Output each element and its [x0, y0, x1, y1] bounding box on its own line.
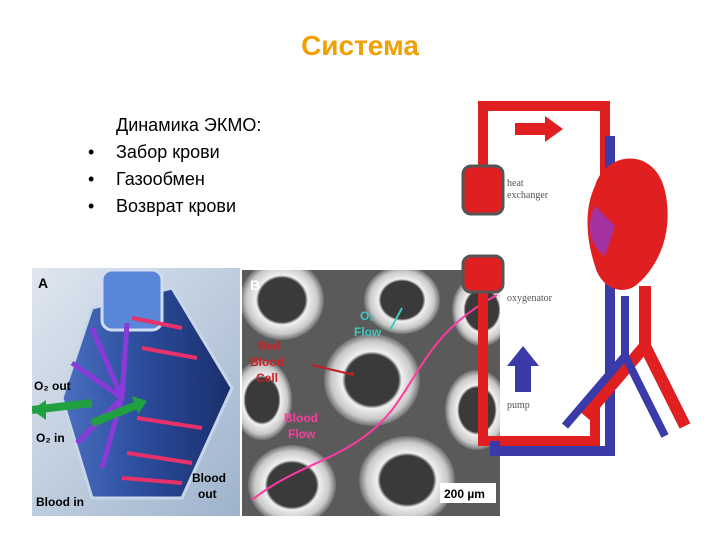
flow-arrow-up	[507, 346, 539, 392]
list-item: • Забор крови	[88, 139, 261, 166]
blood-flow-line	[251, 294, 498, 501]
slide-title: Система	[301, 30, 419, 61]
bullet-icon: •	[88, 142, 95, 162]
o2-in-label: O₂ in	[36, 431, 65, 445]
reservoir-top	[100, 268, 164, 332]
bullet-list: Динамика ЭКМО: • Забор крови • Газообмен…	[88, 112, 261, 220]
oxygenator-box	[461, 254, 505, 294]
ecmo-circuit-diagram: heat exchanger oxygenator pump	[455, 96, 695, 470]
rbc-label-2: Blood	[250, 355, 284, 369]
list-item: • Возврат крови	[88, 193, 261, 220]
panel-b-letter: B	[250, 277, 260, 293]
list-item-text: Забор крови	[116, 142, 220, 162]
o2-out-label: O₂ out	[34, 379, 71, 393]
panel-a-letter: A	[38, 275, 48, 291]
fiber-micrograph-panel: B O₂ Flow Red Blood Cell Blood Flow 200 …	[242, 270, 500, 516]
rbc-label-1: Red	[258, 339, 281, 353]
bullet-icon: •	[88, 169, 95, 189]
blood-flow-label-1: Blood	[284, 411, 318, 425]
rbc-label-3: Cell	[256, 371, 278, 385]
o2-flow-label-1: O₂	[360, 309, 375, 323]
blood-flow-label-2: Flow	[288, 427, 316, 441]
heart-icon	[587, 158, 668, 290]
bullet-icon: •	[88, 196, 95, 216]
list-item-text: Газообмен	[116, 169, 205, 189]
vena-cava-branches	[561, 296, 669, 438]
blood-out-label-1: Blood	[192, 471, 226, 485]
o2-flow-label-2: Flow	[354, 325, 382, 339]
oxygenator-illustration: A O₂ out O₂ in Blood in Blood out	[32, 268, 240, 516]
scale-bar-label: 200 µm	[444, 487, 485, 501]
list-intro-text: Динамика ЭКМО:	[116, 115, 262, 135]
green-arrows	[32, 396, 147, 427]
aorta-branches	[580, 286, 691, 429]
oxygenator-photo-panel: A O₂ out O₂ in Blood in Blood out	[32, 268, 240, 516]
list-item-text: Возврат крови	[116, 196, 237, 216]
flow-arrow-right	[515, 116, 563, 142]
heart-mix-region	[589, 206, 615, 256]
heat-exchanger-label-1: heat	[507, 178, 524, 189]
red-blood-cell	[350, 372, 354, 376]
heat-exchanger-label-2: exchanger	[507, 190, 549, 201]
blood-out-label-2: out	[198, 487, 217, 501]
scale-bar-box	[440, 483, 496, 503]
oxygenator-body	[60, 286, 234, 500]
oxygenator-label: oxygenator	[507, 293, 553, 304]
list-item: • Газообмен	[88, 166, 261, 193]
blood-in-label: Blood in	[36, 495, 84, 509]
venous-tubing	[490, 136, 615, 456]
circuit-illustration: heat exchanger oxygenator pump	[461, 101, 691, 456]
heat-exchanger-box	[461, 164, 505, 216]
list-intro: Динамика ЭКМО:	[88, 112, 261, 139]
red-arrows	[121, 316, 203, 485]
drain-tubing-red	[478, 276, 600, 446]
fiber-micrograph: B O₂ Flow Red Blood Cell Blood Flow 200 …	[242, 270, 500, 516]
pump-label: pump	[507, 400, 530, 411]
rbc-pointer	[311, 364, 351, 375]
o2-flow-arrow	[389, 307, 403, 331]
